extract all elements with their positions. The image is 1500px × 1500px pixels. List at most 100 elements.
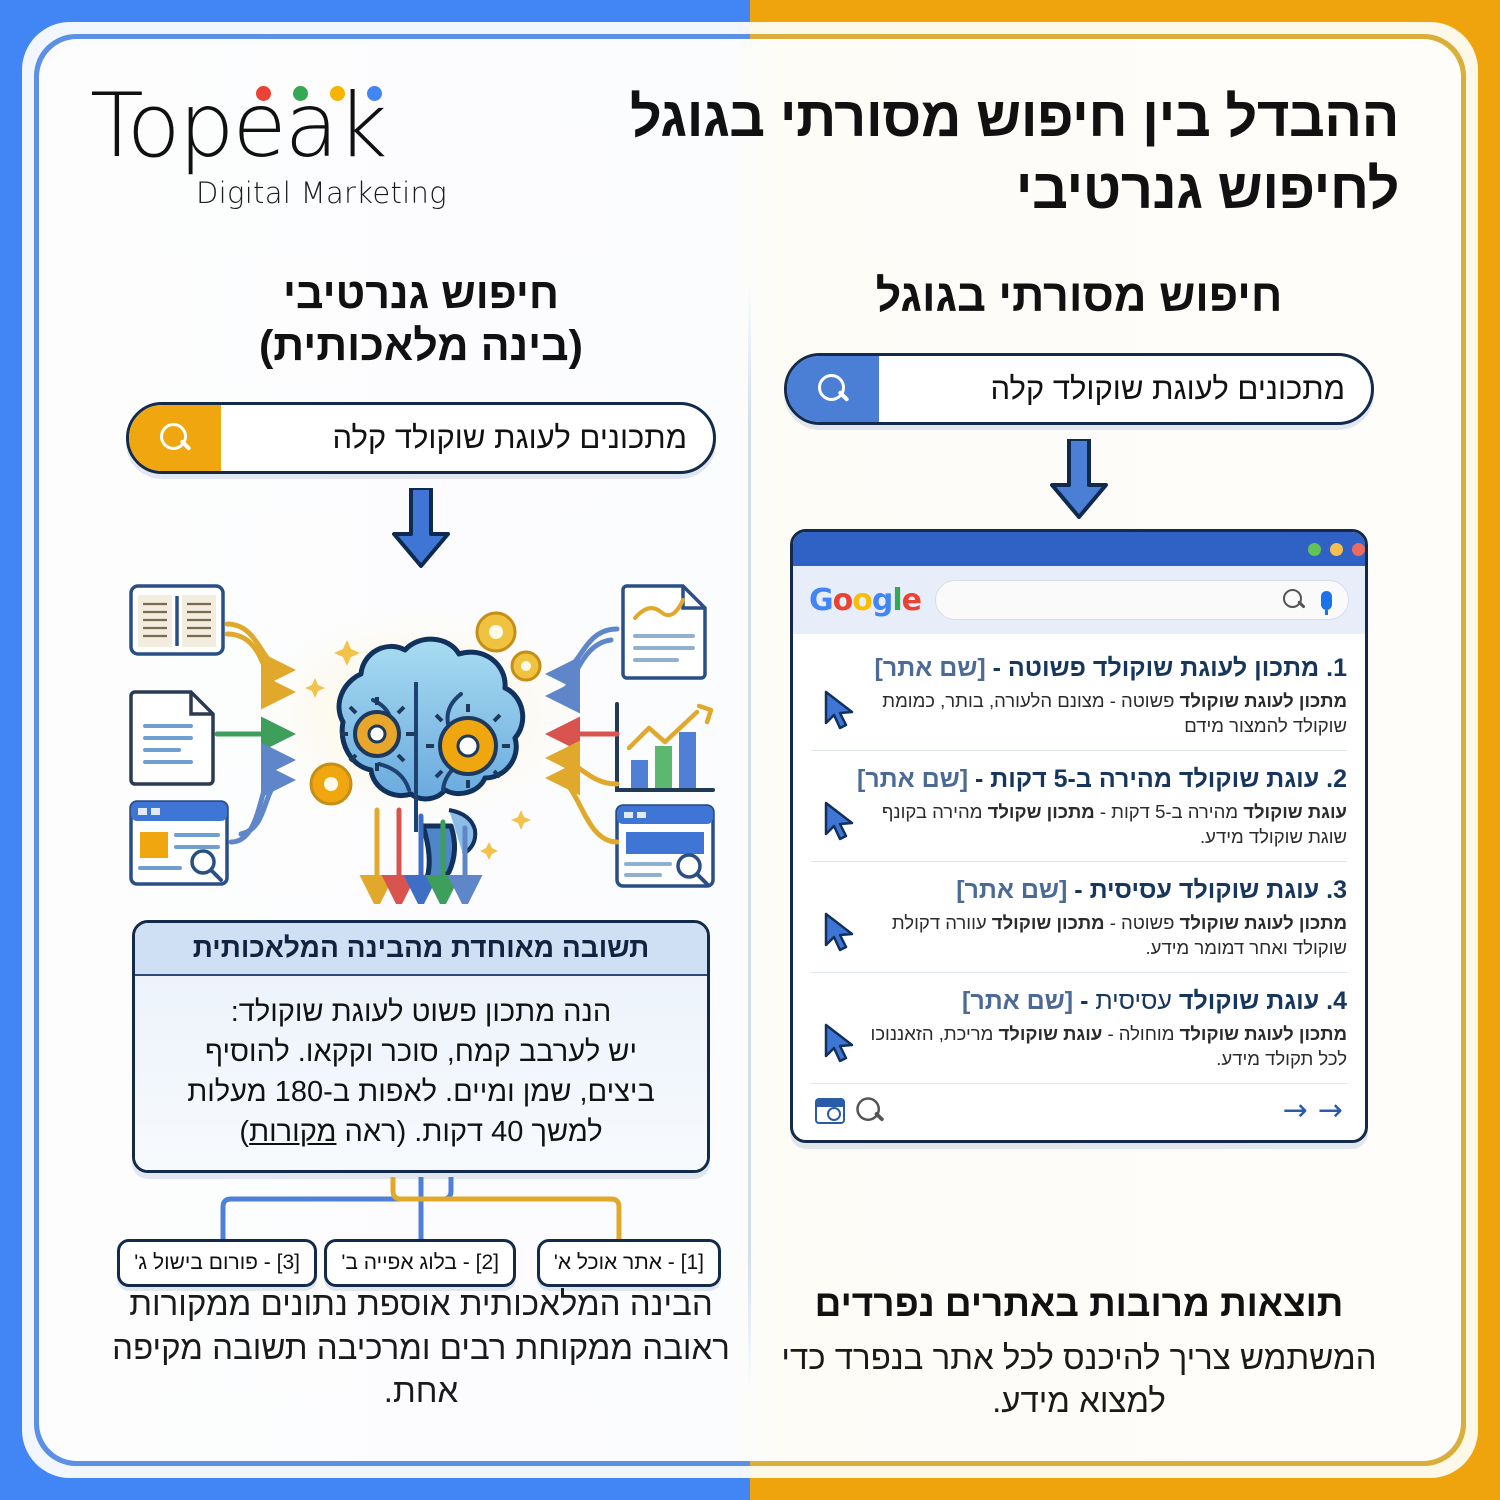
snippet-bold: מתכון לעוגת שוקולד xyxy=(1179,912,1347,934)
result-dash: - xyxy=(1067,876,1090,905)
cursor-icon xyxy=(824,801,854,841)
right-search-button[interactable] xyxy=(129,405,221,472)
result-title-rest: עסיסית xyxy=(1095,987,1179,1016)
logo-dot-red xyxy=(256,86,271,101)
cursor-icon xyxy=(824,1023,854,1063)
left-footer-heading: תוצאות מרובות באתרים נפרדים xyxy=(814,1282,1344,1324)
gear-icon xyxy=(475,611,517,653)
left-footer-text: המשתמש צריך להיכנס לכל אתר בנפרד כדי למצ… xyxy=(781,1338,1377,1420)
traditional-search-column: חיפוש מסורתי בגוגל מתכונים לעוגת שוקולד … xyxy=(749,269,1409,1144)
snippet-bold: מתכון לעוגת שוקולד xyxy=(1179,1023,1347,1045)
result-snippet: מתכון לעוגת שוקולד מוחולה - עוגת שוקולד … xyxy=(811,1022,1347,1071)
result-title-text: מתכון לעוגת שוקולד פשוטה xyxy=(1007,654,1320,682)
snippet-rest: מוחולה - xyxy=(1102,1023,1180,1045)
right-search-field[interactable]: מתכונים לעוגת שוקולד קלה xyxy=(126,402,716,475)
document-chart-icon xyxy=(621,584,707,680)
result-title-text: עוגת שוקולד מהירה ב-5 דקות xyxy=(990,765,1320,794)
snippet-bold: עוגת שוקולד xyxy=(1243,801,1347,823)
sources-link[interactable]: מקורות xyxy=(249,1116,337,1149)
google-results-window: Google 1. מתכון לעוגת שוקולד פשוטה - [שם… xyxy=(790,529,1368,1144)
right-footer: הבינה המלאכותית אוספת נתונים ממקורות ראו… xyxy=(91,1282,751,1413)
sparkle-icon xyxy=(305,640,531,861)
result-site: [שם אתר] xyxy=(962,987,1074,1016)
brain-icon xyxy=(336,636,526,882)
logo-wordmark: Topeak xyxy=(90,74,388,177)
result-snippet: עוגת שוקולד מהירה ב-5 דקות - מתכון שקולד… xyxy=(811,800,1347,849)
page-title: ההבדל בין חיפוש מסורתי בגוגל לחיפוש גנרט… xyxy=(459,81,1400,224)
search-icon xyxy=(158,421,192,455)
next-page-arrow-2[interactable]: → xyxy=(1317,1093,1343,1129)
snippet-bold: מתכון לעוגת שוקולד xyxy=(1179,690,1347,712)
result-item-1[interactable]: 1. מתכון לעוגת שוקולד פשוטה - [שם אתר] מ… xyxy=(811,640,1347,752)
document-icon xyxy=(129,690,215,786)
ai-answer-body: הנה מתכון פשוט לעוגת שוקולד: יש לערבב קמ… xyxy=(135,976,707,1171)
snippet-rest: מהירה ב-5 דקות - xyxy=(1094,801,1244,823)
header: ההבדל בין חיפוש מסורתי בגוגל לחיפוש גנרט… xyxy=(39,39,1461,254)
result-dash: - xyxy=(985,654,1008,682)
snippet-bold-2: מתכון שקולד xyxy=(987,801,1095,823)
down-arrow-icon xyxy=(1050,439,1108,519)
snippet-rest-2: עוורה דקולת שוקולד ואחר דמומר מידע. xyxy=(891,912,1347,958)
logo-dot-yellow xyxy=(330,86,345,101)
result-item-4[interactable]: 4. עוגת שוקולד עסיסית - [שם אתר] מתכון ל… xyxy=(811,973,1347,1085)
result-title: 1. מתכון לעוגת שוקולד פשוטה - [שם אתר] xyxy=(811,653,1347,684)
page-title-line2: לחיפוש גנרטיבי xyxy=(1015,156,1400,220)
result-number: 2. xyxy=(1326,765,1347,794)
search-results-list: 1. מתכון לעוגת שוקולד פשוטה - [שם אתר] מ… xyxy=(793,634,1365,1140)
diagram-svg xyxy=(129,584,715,911)
citation-connector-lines xyxy=(220,1177,622,1242)
left-search-button[interactable] xyxy=(787,356,879,422)
bar-chart-icon xyxy=(615,702,715,793)
gear-icon xyxy=(340,697,414,772)
logo-dot-green xyxy=(293,86,308,101)
generative-search-column: חיפוש גנרטיבי (בינה מלאכותית) מתכונים לע… xyxy=(91,269,751,1289)
gear-icon xyxy=(426,704,510,789)
ai-answer-line-4-pre: למשך 40 דקות. (ראה xyxy=(336,1116,603,1149)
ai-processing-diagram xyxy=(111,574,731,911)
result-title: 3. עוגת שוקולד עסיסית - [שם אתר] xyxy=(811,875,1347,906)
search-icon[interactable] xyxy=(856,1097,884,1126)
result-title-text: עוגת שוקולד עסיסית xyxy=(1089,876,1320,905)
ai-answer-line-3: ביצים, שמן ומיים. לאפות ב-180 מעלות xyxy=(187,1076,655,1109)
content-card: ההבדל בין חיפוש מסורתי בגוגל לחיפוש גנרט… xyxy=(39,39,1461,1461)
result-item-2[interactable]: 2. עוגת שוקולד מהירה ב-5 דקות - [שם אתר]… xyxy=(811,751,1347,863)
left-footer: תוצאות מרובות באתרים נפרדים המשתמש צריך … xyxy=(749,1282,1409,1423)
ai-answer-box: תשובה מאוחדת מהבינה המלאכותית הנה מתכון … xyxy=(132,920,710,1174)
down-arrow-icon xyxy=(392,488,450,569)
result-number: 1. xyxy=(1326,654,1347,682)
browser-window-icon[interactable] xyxy=(815,1098,845,1125)
google-search-input[interactable] xyxy=(935,580,1349,620)
left-search-field[interactable]: מתכונים לעוגת שוקולד קלה xyxy=(784,353,1374,425)
gear-icon xyxy=(510,650,542,682)
ai-answer-line-1: הנה מתכון פשוט לעוגת שוקולד: xyxy=(230,996,612,1029)
result-site: [שם אתר] xyxy=(874,654,986,682)
window-maximize-dot[interactable] xyxy=(1308,542,1321,556)
cursor-icon xyxy=(824,912,854,952)
snippet-rest-2: מהירה בקונף שוגת שוקולד מידע. xyxy=(881,801,1347,847)
result-dash: - xyxy=(1073,987,1096,1016)
citation-chip-1[interactable]: [1] - אתר אוכל א' xyxy=(536,1239,721,1288)
left-search-value: מתכונים לעוגת שוקולד קלה xyxy=(990,371,1345,406)
ai-answer-header: תשובה מאוחדת מהבינה המלאכותית xyxy=(135,923,707,977)
next-page-arrow-1[interactable]: → xyxy=(1282,1093,1308,1129)
right-search-value: מתכונים לעוגת שוקולד קלה xyxy=(332,420,687,456)
snippet-rest-2: מריכת, הזאננוכו לכל תקולד מידע. xyxy=(870,1023,1347,1069)
citation-chip-3[interactable]: [3] - פורום בישול ג' xyxy=(117,1239,317,1288)
right-footer-text: הבינה המלאכותית אוספת נתונים ממקורות ראו… xyxy=(112,1285,730,1410)
result-item-3[interactable]: 3. עוגת שוקולד עסיסית - [שם אתר] מתכון ל… xyxy=(811,862,1347,974)
search-icon[interactable] xyxy=(1283,589,1305,611)
window-close-dot[interactable] xyxy=(1352,542,1365,556)
logo-tagline: Digital Marketing xyxy=(196,176,447,210)
left-column-heading: חיפוש מסורתי בגוגל xyxy=(875,270,1283,321)
right-column-heading: חיפוש גנרטיבי (בינה מלאכותית) xyxy=(91,269,751,372)
result-site: [שם אתר] xyxy=(956,876,1068,905)
citation-chip-2[interactable]: [2] - בלוג אפייה ב' xyxy=(324,1239,516,1288)
window-minimize-dot[interactable] xyxy=(1330,542,1343,556)
result-title: 4. עוגת שוקולד עסיסית - [שם אתר] xyxy=(811,986,1347,1017)
logo-dots xyxy=(256,86,382,101)
result-number: 4. xyxy=(1326,987,1347,1016)
brand-logo: Topeak Digital Marketing xyxy=(84,64,464,229)
microphone-icon[interactable] xyxy=(1321,590,1332,615)
google-header: Google xyxy=(793,566,1365,634)
